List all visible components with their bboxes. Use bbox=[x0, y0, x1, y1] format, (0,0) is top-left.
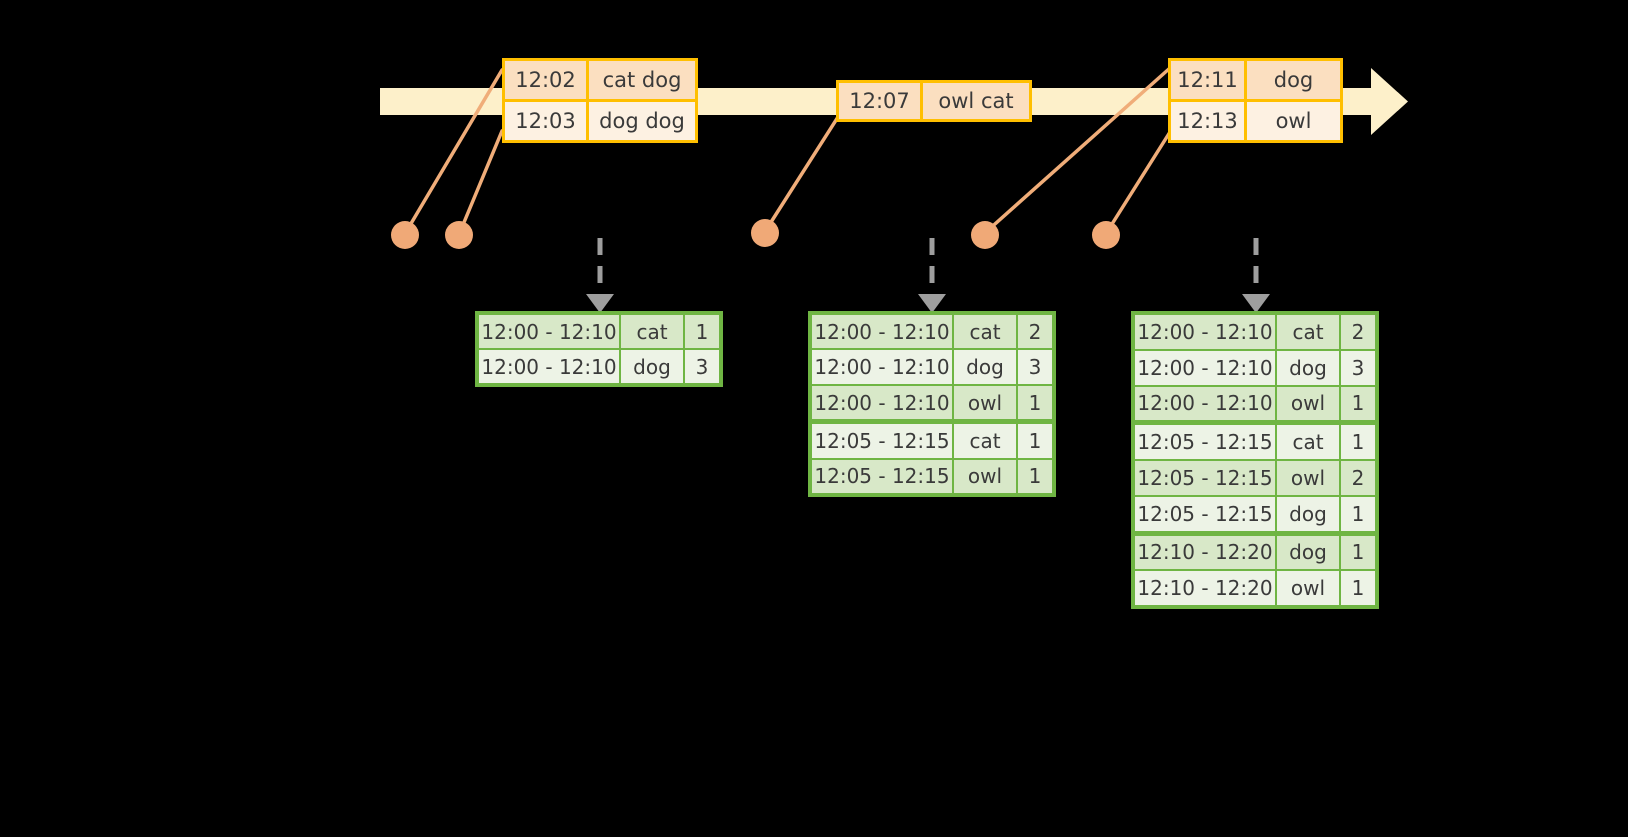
event-dots bbox=[391, 219, 1120, 249]
connector-line-3 bbox=[764, 115, 840, 232]
event-row[interactable]: 12:02 cat dog bbox=[505, 61, 695, 99]
cell-count: 3 bbox=[685, 350, 719, 383]
cell-word: dog bbox=[621, 350, 683, 383]
cell-window: 12:05 - 12:15 bbox=[1135, 461, 1275, 495]
cell-word: owl bbox=[954, 385, 1016, 420]
event-group-2[interactable]: 12:07 owl cat bbox=[836, 80, 1032, 122]
window-result-table-3[interactable]: 12:00 - 12:10 cat 2 12:00 - 12:10 dog 3 … bbox=[1131, 311, 1379, 609]
event-marker-1 bbox=[391, 221, 419, 249]
table-row[interactable]: 12:05 - 12:15 cat 1 bbox=[812, 424, 1052, 458]
cell-window: 12:10 - 12:20 bbox=[1135, 535, 1275, 570]
table-row[interactable]: 12:05 - 12:15 owl 1 bbox=[812, 459, 1052, 494]
cell-word: owl bbox=[1277, 386, 1339, 421]
cell-window: 12:05 - 12:15 bbox=[812, 424, 952, 458]
cell-word: dog bbox=[1277, 350, 1339, 385]
cell-word: cat bbox=[954, 315, 1016, 349]
cell-window: 12:00 - 12:10 bbox=[479, 315, 619, 348]
cell-count: 1 bbox=[1341, 386, 1375, 421]
cell-window: 12:00 - 12:10 bbox=[1135, 315, 1275, 349]
table-row[interactable]: 12:10 - 12:20 dog 1 bbox=[1135, 535, 1375, 570]
event-time: 12:02 bbox=[505, 61, 589, 99]
cell-window: 12:05 - 12:15 bbox=[812, 459, 952, 494]
table-row[interactable]: 12:05 - 12:15 cat 1 bbox=[1135, 425, 1375, 459]
cell-word: cat bbox=[954, 424, 1016, 458]
table-row[interactable]: 12:00 - 12:10 dog 3 bbox=[479, 350, 719, 383]
event-marker-2 bbox=[445, 221, 473, 249]
table-row[interactable]: 12:05 - 12:15 owl 2 bbox=[1135, 461, 1375, 495]
cell-count: 3 bbox=[1018, 350, 1052, 384]
event-row[interactable]: 12:07 owl cat bbox=[839, 83, 1029, 119]
cell-window: 12:00 - 12:10 bbox=[812, 315, 952, 349]
table-row[interactable]: 12:00 - 12:10 cat 1 bbox=[479, 315, 719, 348]
cell-word: cat bbox=[1277, 425, 1339, 459]
event-time: 12:07 bbox=[839, 83, 923, 119]
event-marker-3 bbox=[751, 219, 779, 247]
event-time: 12:13 bbox=[1171, 102, 1247, 140]
table-row[interactable]: 12:00 - 12:10 dog 3 bbox=[1135, 350, 1375, 385]
event-group-3[interactable]: 12:11 dog 12:13 owl bbox=[1168, 58, 1343, 143]
cell-word: cat bbox=[621, 315, 683, 348]
cell-count: 3 bbox=[1341, 350, 1375, 385]
cell-window: 12:00 - 12:10 bbox=[1135, 386, 1275, 421]
cell-count: 1 bbox=[1341, 496, 1375, 531]
event-row[interactable]: 12:13 owl bbox=[1171, 99, 1340, 140]
cell-word: owl bbox=[954, 459, 1016, 494]
event-words: owl bbox=[1247, 102, 1340, 140]
cell-count: 1 bbox=[1018, 385, 1052, 420]
cell-count: 1 bbox=[1018, 424, 1052, 458]
cell-window: 12:00 - 12:10 bbox=[479, 350, 619, 383]
table-row[interactable]: 12:00 - 12:10 owl 1 bbox=[812, 385, 1052, 420]
cell-count: 1 bbox=[685, 315, 719, 348]
event-words: cat dog bbox=[589, 61, 695, 99]
table-row[interactable]: 12:00 - 12:10 dog 3 bbox=[812, 350, 1052, 384]
table-row[interactable]: 12:00 - 12:10 cat 2 bbox=[1135, 315, 1375, 349]
cell-window: 12:10 - 12:20 bbox=[1135, 571, 1275, 605]
cell-count: 2 bbox=[1341, 315, 1375, 349]
cell-window: 12:05 - 12:15 bbox=[1135, 496, 1275, 531]
cell-word: dog bbox=[1277, 496, 1339, 531]
cell-window: 12:05 - 12:15 bbox=[1135, 425, 1275, 459]
event-row[interactable]: 12:03 dog dog bbox=[505, 99, 695, 140]
event-marker-4 bbox=[971, 221, 999, 249]
event-time: 12:03 bbox=[505, 102, 589, 140]
table-row[interactable]: 12:05 - 12:15 dog 1 bbox=[1135, 496, 1375, 531]
event-group-1[interactable]: 12:02 cat dog 12:03 dog dog bbox=[502, 58, 698, 143]
cell-count: 2 bbox=[1018, 315, 1052, 349]
table-row[interactable]: 12:00 - 12:10 owl 1 bbox=[1135, 386, 1375, 421]
event-time: 12:11 bbox=[1171, 61, 1247, 99]
cell-word: owl bbox=[1277, 461, 1339, 495]
cell-window: 12:00 - 12:10 bbox=[812, 385, 952, 420]
cell-count: 1 bbox=[1341, 571, 1375, 605]
table-row[interactable]: 12:10 - 12:20 owl 1 bbox=[1135, 571, 1375, 605]
table-row[interactable]: 12:00 - 12:10 cat 2 bbox=[812, 315, 1052, 349]
event-words: owl cat bbox=[923, 83, 1029, 119]
cell-count: 1 bbox=[1341, 535, 1375, 570]
cell-window: 12:00 - 12:10 bbox=[1135, 350, 1275, 385]
event-words: dog bbox=[1247, 61, 1340, 99]
cell-word: cat bbox=[1277, 315, 1339, 349]
cell-count: 1 bbox=[1341, 425, 1375, 459]
connector-line-1 bbox=[404, 68, 504, 234]
cell-count: 2 bbox=[1341, 461, 1375, 495]
event-marker-5 bbox=[1092, 221, 1120, 249]
connector-line-5 bbox=[1105, 130, 1172, 234]
cell-window: 12:00 - 12:10 bbox=[812, 350, 952, 384]
cell-count: 1 bbox=[1018, 459, 1052, 494]
event-words: dog dog bbox=[589, 102, 695, 140]
event-row[interactable]: 12:11 dog bbox=[1171, 61, 1340, 99]
cell-word: dog bbox=[1277, 535, 1339, 570]
connector-line-2 bbox=[458, 129, 504, 234]
cell-word: owl bbox=[1277, 571, 1339, 605]
window-result-table-1[interactable]: 12:00 - 12:10 cat 1 12:00 - 12:10 dog 3 bbox=[475, 311, 723, 387]
dashed-arrows bbox=[597, 238, 1259, 296]
window-result-table-2[interactable]: 12:00 - 12:10 cat 2 12:00 - 12:10 dog 3 … bbox=[808, 311, 1056, 497]
cell-word: dog bbox=[954, 350, 1016, 384]
